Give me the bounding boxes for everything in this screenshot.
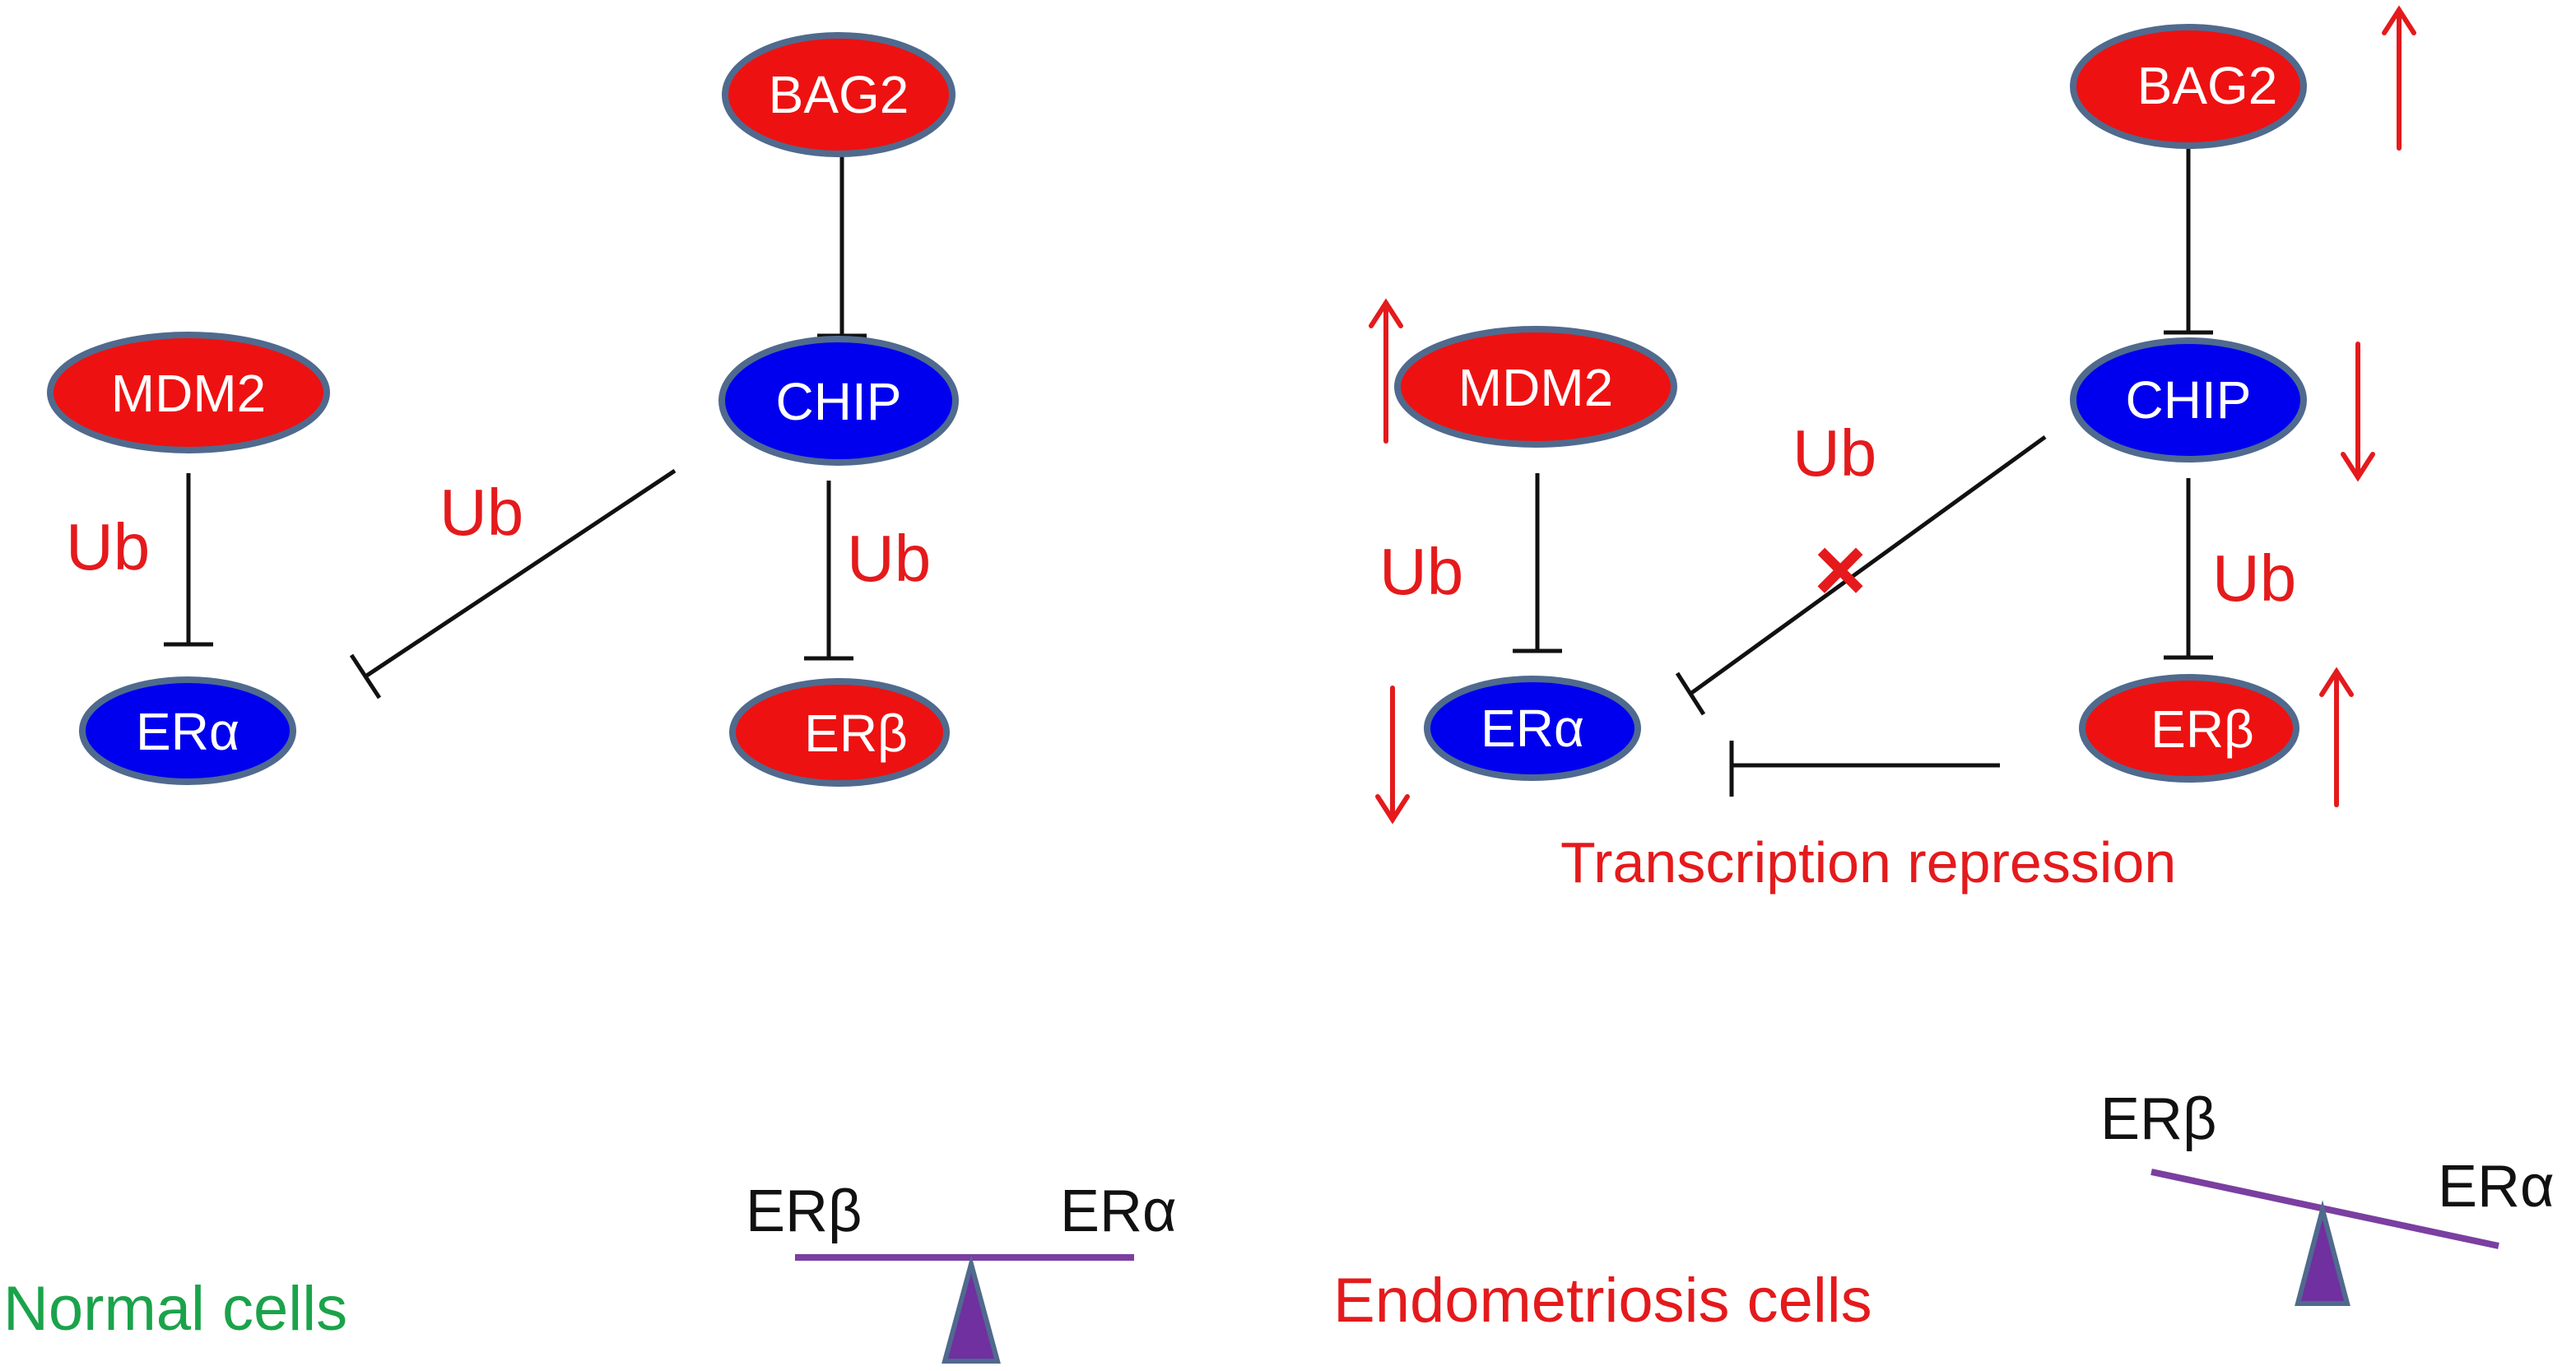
ub-label-chip-erbeta-endo: Ub [2212, 541, 2296, 615]
node-chip: CHIP [718, 336, 959, 466]
node-bag2: BAG2 [722, 32, 956, 157]
balance-endo-fulcrum [2295, 1200, 2350, 1306]
edge-bag2-chip-endo [2164, 148, 2213, 335]
node-chip-label: CHIP [776, 372, 902, 431]
edge-mdm2-eralpha-endo [1513, 473, 1562, 653]
balance-endo-left-label: ERβ [2100, 1086, 2216, 1152]
arrow-up-bag2 [2382, 5, 2416, 151]
node-bag2-label: BAG2 [769, 65, 909, 124]
balance-normal-right-label: ERα [1060, 1178, 1177, 1244]
ub-label-chip-erbeta: Ub [847, 522, 931, 595]
edge-mdm2-eralpha [164, 473, 213, 647]
node-eralpha-endo-label: ERα [1481, 699, 1584, 758]
edge-chip-eralpha [349, 468, 677, 699]
edge-chip-erbeta-endo [2164, 478, 2213, 660]
ub-label-chip-eralpha: Ub [439, 476, 523, 549]
balance-normal-fulcrum [942, 1254, 1001, 1364]
blocked-mark: × [1814, 519, 1867, 620]
balance-endo-beam [2151, 1169, 2499, 1249]
balance-endo: ERβ ERα [2100, 1086, 2555, 1306]
node-erbeta-endo: ERβ [2079, 674, 2299, 783]
node-mdm2-label: MDM2 [111, 364, 266, 423]
node-mdm2: MDM2 [47, 332, 330, 453]
arrow-up-erbeta [2319, 667, 2354, 807]
node-bag2-endo-label: BAG2 [2137, 56, 2278, 115]
node-bag2-endo: BAG2 [2070, 24, 2307, 149]
node-eralpha-endo: ERα [1424, 676, 1641, 781]
caption-endometriosis: Endometriosis cells [1333, 1266, 1872, 1336]
edge-chip-erbeta [804, 481, 853, 661]
arrow-down-chip [2341, 342, 2375, 482]
arrow-up-mdm2 [1369, 298, 1403, 444]
balance-normal: ERβ ERα [746, 1178, 1177, 1364]
balance-endo-right-label: ERα [2438, 1154, 2555, 1220]
node-eralpha-label: ERα [136, 702, 239, 761]
node-chip-endo-label: CHIP [2126, 370, 2252, 430]
normal-panel: BAG2 CHIP MDM2 ERα ERβ Ub Ub Ub ERβ ERα [3, 32, 1177, 1364]
edge-bag2-chip [817, 156, 867, 338]
node-chip-endo: CHIP [2070, 337, 2307, 462]
node-erbeta: ERβ [729, 678, 950, 787]
node-mdm2-endo-label: MDM2 [1458, 358, 1613, 417]
ub-label-chip-eralpha-endo: Ub [1793, 416, 1876, 490]
edge-chip-eralpha-endo-blocked [1675, 435, 2047, 716]
node-mdm2-endo: MDM2 [1394, 326, 1677, 448]
caption-normal: Normal cells [3, 1274, 347, 1344]
ub-label-mdm2-endo: Ub [1379, 535, 1463, 608]
node-erbeta-label: ERβ [804, 704, 908, 763]
edge-erbeta-eralpha-repression [1729, 741, 2000, 797]
node-erbeta-endo-label: ERβ [2151, 699, 2254, 759]
arrow-down-eralpha [1375, 686, 1410, 825]
ub-label-mdm2: Ub [66, 510, 150, 583]
repression-label: Transcription repression [1560, 830, 2176, 895]
balance-normal-left-label: ERβ [746, 1178, 862, 1244]
node-eralpha: ERα [79, 676, 296, 785]
endometriosis-panel: × BAG2 CHIP MDM2 ERα ERβ Ub Ub Ub [1333, 5, 2555, 1336]
